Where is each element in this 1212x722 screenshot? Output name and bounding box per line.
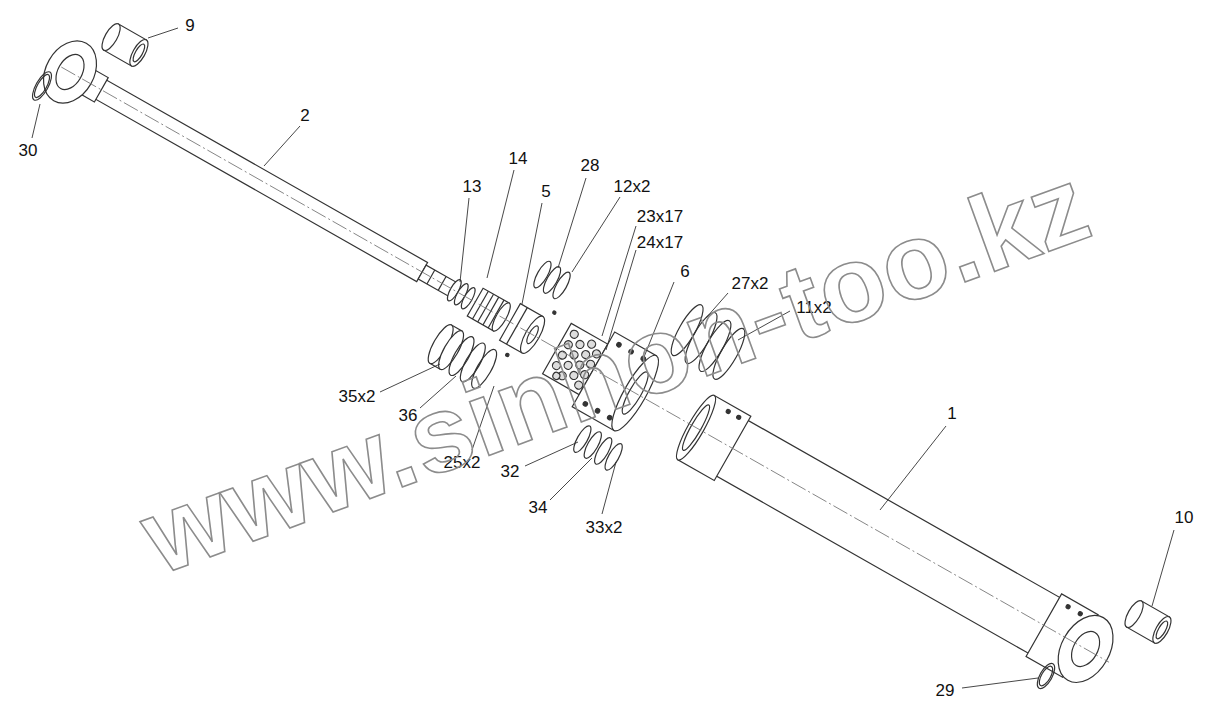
leader-lines	[487, 170, 514, 278]
bushing	[126, 37, 151, 69]
ring	[1034, 661, 1058, 691]
ring	[29, 69, 55, 103]
bushing	[1149, 614, 1174, 646]
callout-number: 30	[19, 142, 38, 159]
leader-lines	[1152, 530, 1174, 606]
bushing	[98, 21, 123, 53]
callout-number: 14	[509, 150, 528, 167]
callout-number: 6	[680, 263, 689, 280]
cylinder-barrel	[1065, 604, 1070, 609]
ring	[1037, 664, 1056, 688]
leader-lines	[962, 678, 1038, 688]
bushing	[98, 21, 151, 69]
callout-number: 5	[541, 183, 550, 200]
seal-rings	[531, 259, 555, 290]
callout-number: 24x17	[637, 234, 683, 251]
cylinder-barrel	[736, 415, 741, 420]
leader-lines	[32, 104, 40, 138]
bushing	[1121, 598, 1146, 630]
callout-number: 9	[185, 17, 194, 34]
cylinder-barrel	[1078, 611, 1083, 616]
cylinder-barrel	[726, 409, 731, 414]
leader-lines	[880, 426, 946, 510]
callout-number: 13	[463, 178, 482, 195]
seal-rings	[531, 259, 574, 301]
ring	[32, 72, 53, 99]
callout-number: 33x2	[586, 519, 623, 536]
leader-lines	[558, 178, 586, 268]
leader-lines	[572, 197, 620, 272]
callout-number: 34	[529, 499, 548, 516]
callout-number: 2	[300, 107, 309, 124]
ring	[29, 69, 55, 103]
ring	[1034, 661, 1058, 691]
leader-lines	[522, 203, 542, 304]
bushing	[1121, 598, 1174, 646]
callout-number: 1	[947, 405, 956, 422]
callout-number: 28	[581, 157, 600, 174]
bushing	[1154, 619, 1170, 640]
seal-rings	[602, 441, 626, 472]
center-line	[61, 67, 1109, 662]
leader-lines	[460, 198, 469, 282]
callout-number: 10	[1175, 509, 1194, 526]
piston-rod	[427, 270, 435, 284]
callout-number: 29	[936, 682, 955, 699]
leader-lines	[148, 28, 178, 38]
piston	[552, 310, 556, 314]
leader-lines	[264, 126, 300, 166]
leader-lines	[602, 462, 616, 514]
leader-lines	[550, 458, 592, 500]
callout-number: 12x2	[614, 178, 651, 195]
leader-lines	[32, 28, 1174, 688]
seal-rings	[550, 270, 574, 301]
callout-number: 23x17	[637, 208, 683, 225]
bushing	[131, 42, 147, 63]
seal-rings	[540, 264, 564, 295]
cylinder-illustration	[28, 21, 1175, 700]
cylinder-illustration	[28, 23, 1130, 700]
